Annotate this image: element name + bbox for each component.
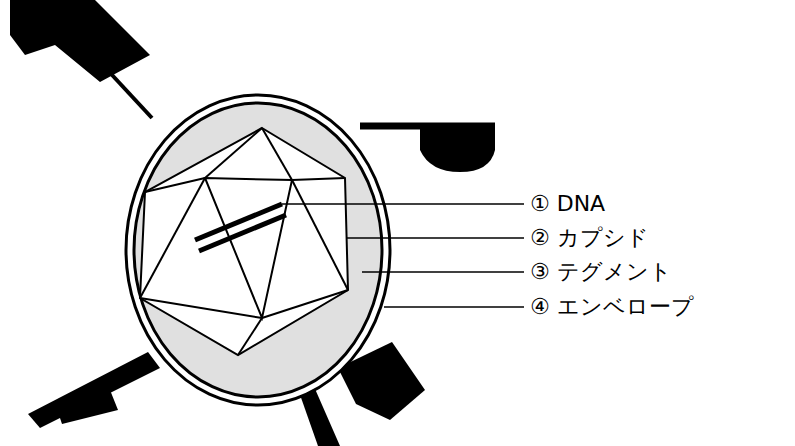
glycoprotein-spikes	[10, 0, 495, 446]
part-label: ② カプシド	[530, 225, 649, 251]
envelope-outer	[126, 95, 390, 405]
leader-lines	[282, 204, 524, 307]
part-label: ③ テグメント	[530, 259, 672, 285]
dna-strands	[195, 204, 286, 251]
capsid-icosahedron	[140, 128, 348, 355]
part-label: ④ エンベロープ	[530, 294, 694, 320]
part-label: ① DNA	[530, 191, 605, 217]
envelope-inner	[134, 103, 382, 397]
